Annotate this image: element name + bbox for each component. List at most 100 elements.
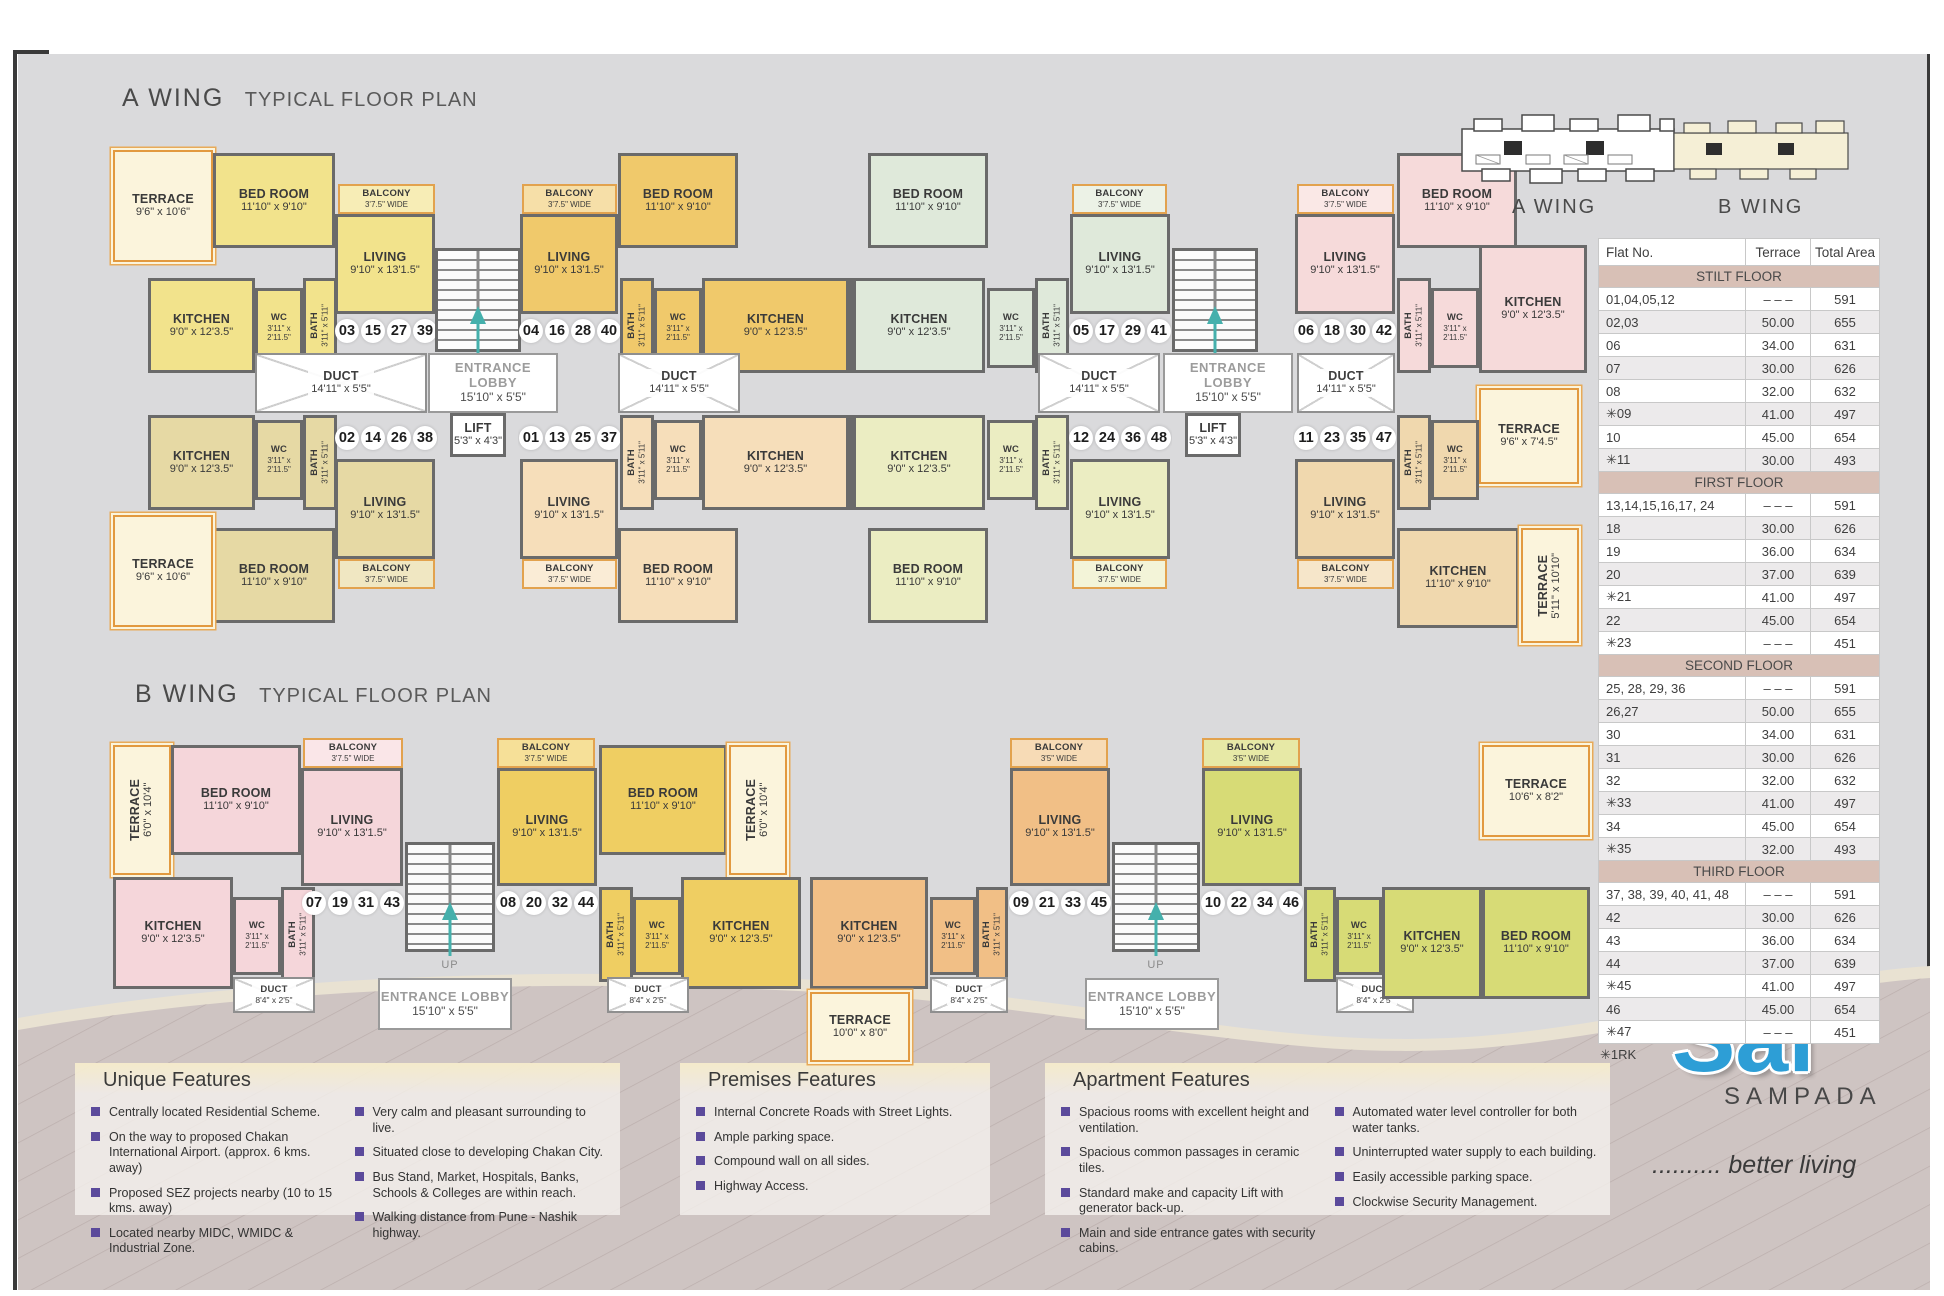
terrace-cell: – – – — [1745, 287, 1811, 311]
flat-number-badge: 33 — [1061, 891, 1085, 915]
feature-item: On the way to proposed Chakan Internatio… — [91, 1130, 347, 1177]
flat-no-cell: 34 — [1598, 814, 1746, 838]
feature-text: Very calm and pleasant surrounding to li… — [372, 1105, 586, 1135]
bullet-icon — [91, 1227, 100, 1237]
flat-number-badge: 05 — [1069, 319, 1093, 343]
total-area-cell: 654 — [1810, 814, 1880, 838]
total-area-cell: 451 — [1810, 1020, 1880, 1044]
flat-no-cell: ✳23 — [1598, 631, 1746, 655]
flat-no-cell: 31 — [1598, 745, 1746, 769]
flat-number-badge: 42 — [1372, 319, 1396, 343]
total-area-cell: 497 — [1810, 974, 1880, 998]
flat-number-badge: 45 — [1087, 891, 1111, 915]
total-area-cell: 497 — [1810, 402, 1880, 426]
flat-number-badge: 34 — [1253, 891, 1277, 915]
flat-number-badge: 41 — [1147, 319, 1171, 343]
feature-text: Easily accessible parking space. — [1352, 1169, 1533, 1184]
feature-text: Bus Stand, Market, Hospitals, Banks, Sch… — [372, 1169, 579, 1200]
flat-number-badge: 31 — [354, 891, 378, 915]
terrace-cell: 32.00 — [1745, 768, 1811, 792]
flat-number-badge: 36 — [1121, 426, 1145, 450]
flat-no-cell: 10 — [1598, 425, 1746, 449]
terrace-cell: 30.00 — [1745, 745, 1811, 769]
col-header-flat-no: Flat No. — [1598, 238, 1746, 266]
feature-item: Centrally located Residential Scheme. — [91, 1105, 347, 1121]
terrace-cell: 45.00 — [1745, 997, 1811, 1021]
bullet-icon — [354, 1107, 364, 1116]
terrace-cell: 50.00 — [1745, 699, 1811, 723]
total-area-cell: 591 — [1810, 287, 1880, 311]
bullet-icon — [696, 1180, 705, 1190]
bullet-icon — [1061, 1187, 1070, 1197]
feature-text: Internal Concrete Roads with Street Ligh… — [714, 1105, 953, 1119]
flat-number-badge: 22 — [1227, 891, 1251, 915]
terrace-cell: 36.00 — [1745, 539, 1811, 563]
flat-number-badge: 43 — [380, 891, 404, 915]
flat-number-badge: 44 — [574, 891, 598, 915]
wall — [849, 278, 853, 373]
col-header-total-area: Total Area — [1810, 238, 1880, 266]
key-plan — [1461, 114, 1849, 184]
flat-no-cell: ✳47 — [1598, 1020, 1746, 1044]
terrace-cell: 30.00 — [1745, 356, 1811, 380]
feature-text: Spacious rooms with excellent height and… — [1079, 1105, 1309, 1135]
flat-number-badge: 24 — [1095, 426, 1119, 450]
flat-no-cell: 26,27 — [1598, 699, 1746, 723]
flat-number-badge: 17 — [1095, 319, 1119, 343]
feature-text: Ample parking space. — [714, 1129, 835, 1144]
total-area-cell: 493 — [1810, 448, 1880, 472]
bullet-icon — [91, 1131, 100, 1141]
bullet-icon — [696, 1156, 705, 1166]
total-area-cell: 626 — [1810, 745, 1880, 769]
flat-number-badge: 10 — [1201, 891, 1225, 915]
flat-number-badge: 02 — [335, 426, 359, 450]
flat-no-cell: 01,04,05,12 — [1598, 287, 1746, 311]
bullet-icon — [91, 1107, 100, 1116]
feature-text: Automated water level controller for bot… — [1352, 1105, 1577, 1135]
wall — [849, 415, 853, 510]
terrace-cell: – – – — [1745, 882, 1811, 906]
flat-number-badge: 48 — [1147, 426, 1171, 450]
flat-no-cell: 13,14,15,16,17, 24 — [1598, 493, 1746, 517]
terrace-cell: 41.00 — [1745, 585, 1811, 609]
feature-text: Spacious common passages in ceramic tile… — [1079, 1145, 1300, 1175]
flat-no-cell: 43 — [1598, 928, 1746, 952]
terrace-cell: 37.00 — [1745, 562, 1811, 586]
frame-left-bar — [13, 50, 17, 1290]
feature-item: Ample parking space. — [696, 1130, 980, 1146]
flat-number-badge: 27 — [387, 319, 411, 343]
flat-number-badge: 01 — [519, 426, 543, 450]
bullet-icon — [354, 1147, 364, 1157]
flat-number-badge: 16 — [545, 319, 569, 343]
total-area-cell: 493 — [1810, 837, 1880, 861]
